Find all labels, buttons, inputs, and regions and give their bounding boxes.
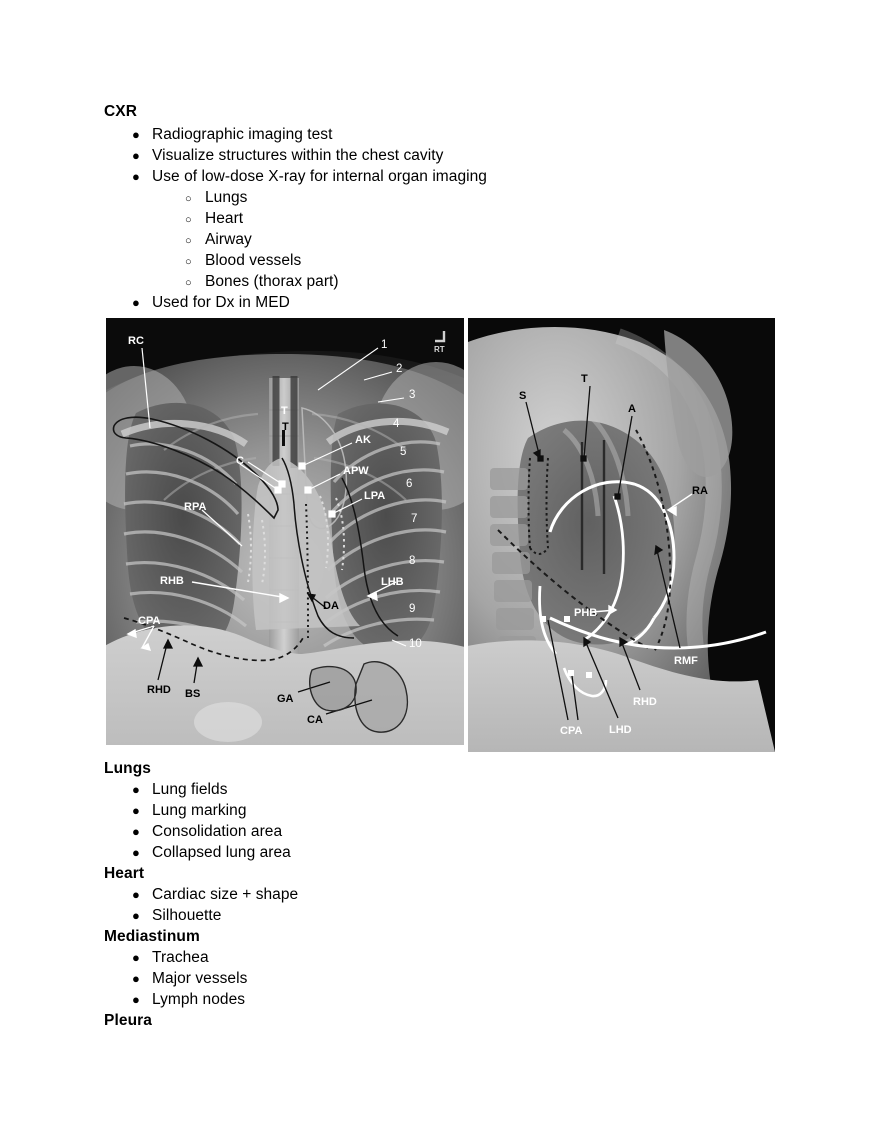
list-item-label: Use of low-dose X-ray for internal organ…	[152, 168, 487, 185]
list-item-label: Visualize structures within the chest ca…	[152, 147, 444, 164]
bullet-glyph: ○	[185, 277, 192, 289]
bullet-glyph: ○	[185, 235, 192, 247]
list-item: ○ Bones (thorax part)	[185, 274, 339, 290]
list-item-label: Collapsed lung area	[152, 844, 291, 861]
list-item: ● Use of low-dose X-ray for internal org…	[132, 169, 487, 185]
xray-pa-view-image: RC T T C AK APW LPA RPA RHB LHB DA CPA R…	[106, 318, 464, 745]
list-item-label: Used for Dx in MED	[152, 294, 290, 311]
rib-number-8: 8	[409, 555, 416, 567]
bullet-glyph: ●	[132, 908, 140, 923]
rib-number-5: 5	[400, 446, 407, 458]
list-item: ● Major vessels	[132, 971, 247, 987]
bullet-glyph: ●	[132, 824, 140, 839]
heading-cxr: CXR	[104, 103, 138, 120]
bullet-glyph: ○	[185, 256, 192, 268]
rib-number-7: 7	[411, 513, 418, 525]
list-item: ○ Airway	[185, 232, 252, 248]
rib-number-2: 2	[396, 363, 403, 375]
bullet-glyph: ●	[132, 127, 140, 142]
bullet-glyph: ●	[132, 950, 140, 965]
list-item-label: Lung marking	[152, 802, 247, 819]
list-item: ● Lung marking	[132, 803, 247, 819]
list-item-label: Lung fields	[152, 781, 228, 798]
list-item: ● Radiographic imaging test	[132, 127, 332, 143]
side-marker-rt-label: RT	[434, 345, 445, 354]
list-item: ● Lung fields	[132, 782, 228, 798]
bullet-glyph: ●	[132, 148, 140, 163]
list-item: ○ Heart	[185, 211, 243, 227]
bullet-glyph: ●	[132, 887, 140, 902]
bullet-glyph: ●	[132, 971, 140, 986]
rib-number-1: 1	[381, 339, 388, 351]
list-item: ● Collapsed lung area	[132, 845, 291, 861]
list-item-label: Silhouette	[152, 907, 222, 924]
heading-lungs: Lungs	[104, 760, 151, 777]
list-item: ● Visualize structures within the chest …	[132, 148, 443, 164]
bullet-glyph: ○	[185, 214, 192, 226]
list-item: ● Lymph nodes	[132, 992, 245, 1008]
rib-number-6: 6	[406, 478, 413, 490]
bullet-glyph: ●	[132, 782, 140, 797]
xray-lateral-view-image: S T A RA PHB RMF RHD CPA LHD	[468, 318, 775, 752]
rib-number-9: 9	[409, 603, 416, 615]
list-item-label: Blood vessels	[205, 252, 302, 269]
list-item: ● Used for Dx in MED	[132, 295, 290, 311]
list-item-label: Trachea	[152, 949, 209, 966]
list-item-label: Cardiac size + shape	[152, 886, 299, 903]
list-item-label: Radiographic imaging test	[152, 126, 333, 143]
list-item-label: Lungs	[205, 189, 248, 206]
heading-heart: Heart	[104, 865, 145, 882]
list-item-label: Lymph nodes	[152, 991, 246, 1008]
list-item-label: Bones (thorax part)	[205, 273, 339, 290]
list-item: ● Trachea	[132, 950, 209, 966]
list-item: ○ Blood vessels	[185, 253, 301, 269]
rib-number-3: 3	[409, 389, 416, 401]
list-item: ○ Lungs	[185, 190, 247, 206]
chest-xray-figure: RC T T C AK APW LPA RPA RHB LHB DA CPA R…	[106, 318, 775, 752]
rib-number-10: 10	[409, 638, 422, 650]
bullet-glyph: ●	[132, 803, 140, 818]
bullet-glyph: ●	[132, 992, 140, 1007]
list-item: ● Silhouette	[132, 908, 221, 924]
bullet-glyph: ●	[132, 295, 140, 310]
bullet-glyph: ●	[132, 169, 140, 184]
bullet-glyph: ●	[132, 845, 140, 860]
list-item: ● Consolidation area	[132, 824, 282, 840]
side-marker-bracket-icon	[435, 331, 446, 343]
heading-mediastinum: Mediastinum	[104, 928, 200, 945]
heading-pleura: Pleura	[104, 1012, 152, 1029]
list-item-label: Consolidation area	[152, 823, 283, 840]
bullet-glyph: ○	[185, 193, 192, 205]
list-item-label: Major vessels	[152, 970, 248, 987]
list-item-label: Heart	[205, 210, 244, 227]
rib-number-4: 4	[393, 418, 400, 430]
list-item: ● Cardiac size + shape	[132, 887, 298, 903]
list-item-label: Airway	[205, 231, 252, 248]
